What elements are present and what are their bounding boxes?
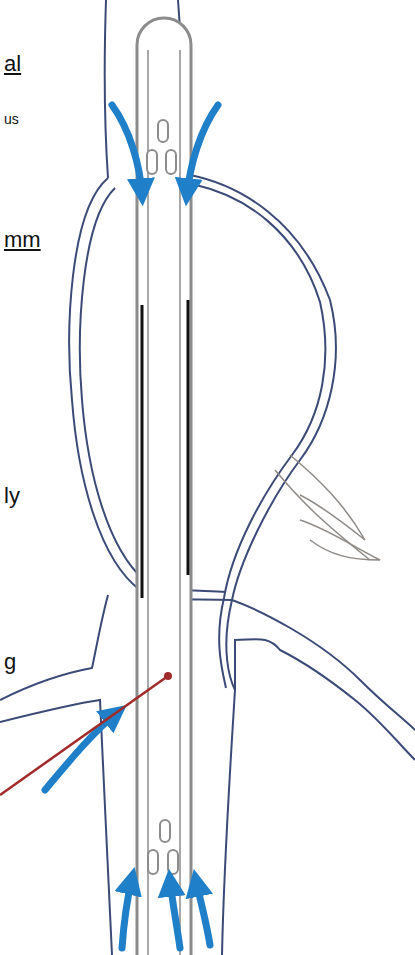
- side-label: ly: [4, 484, 20, 508]
- tricuspid-leaflets: [275, 455, 380, 560]
- side-label: us: [4, 112, 19, 127]
- side-label: g: [4, 650, 16, 674]
- leader-line: [0, 672, 172, 795]
- side-label: mm: [4, 228, 41, 252]
- side-label: al: [4, 52, 21, 76]
- cannula-tube: [137, 18, 191, 955]
- flow-arrows: [45, 105, 218, 948]
